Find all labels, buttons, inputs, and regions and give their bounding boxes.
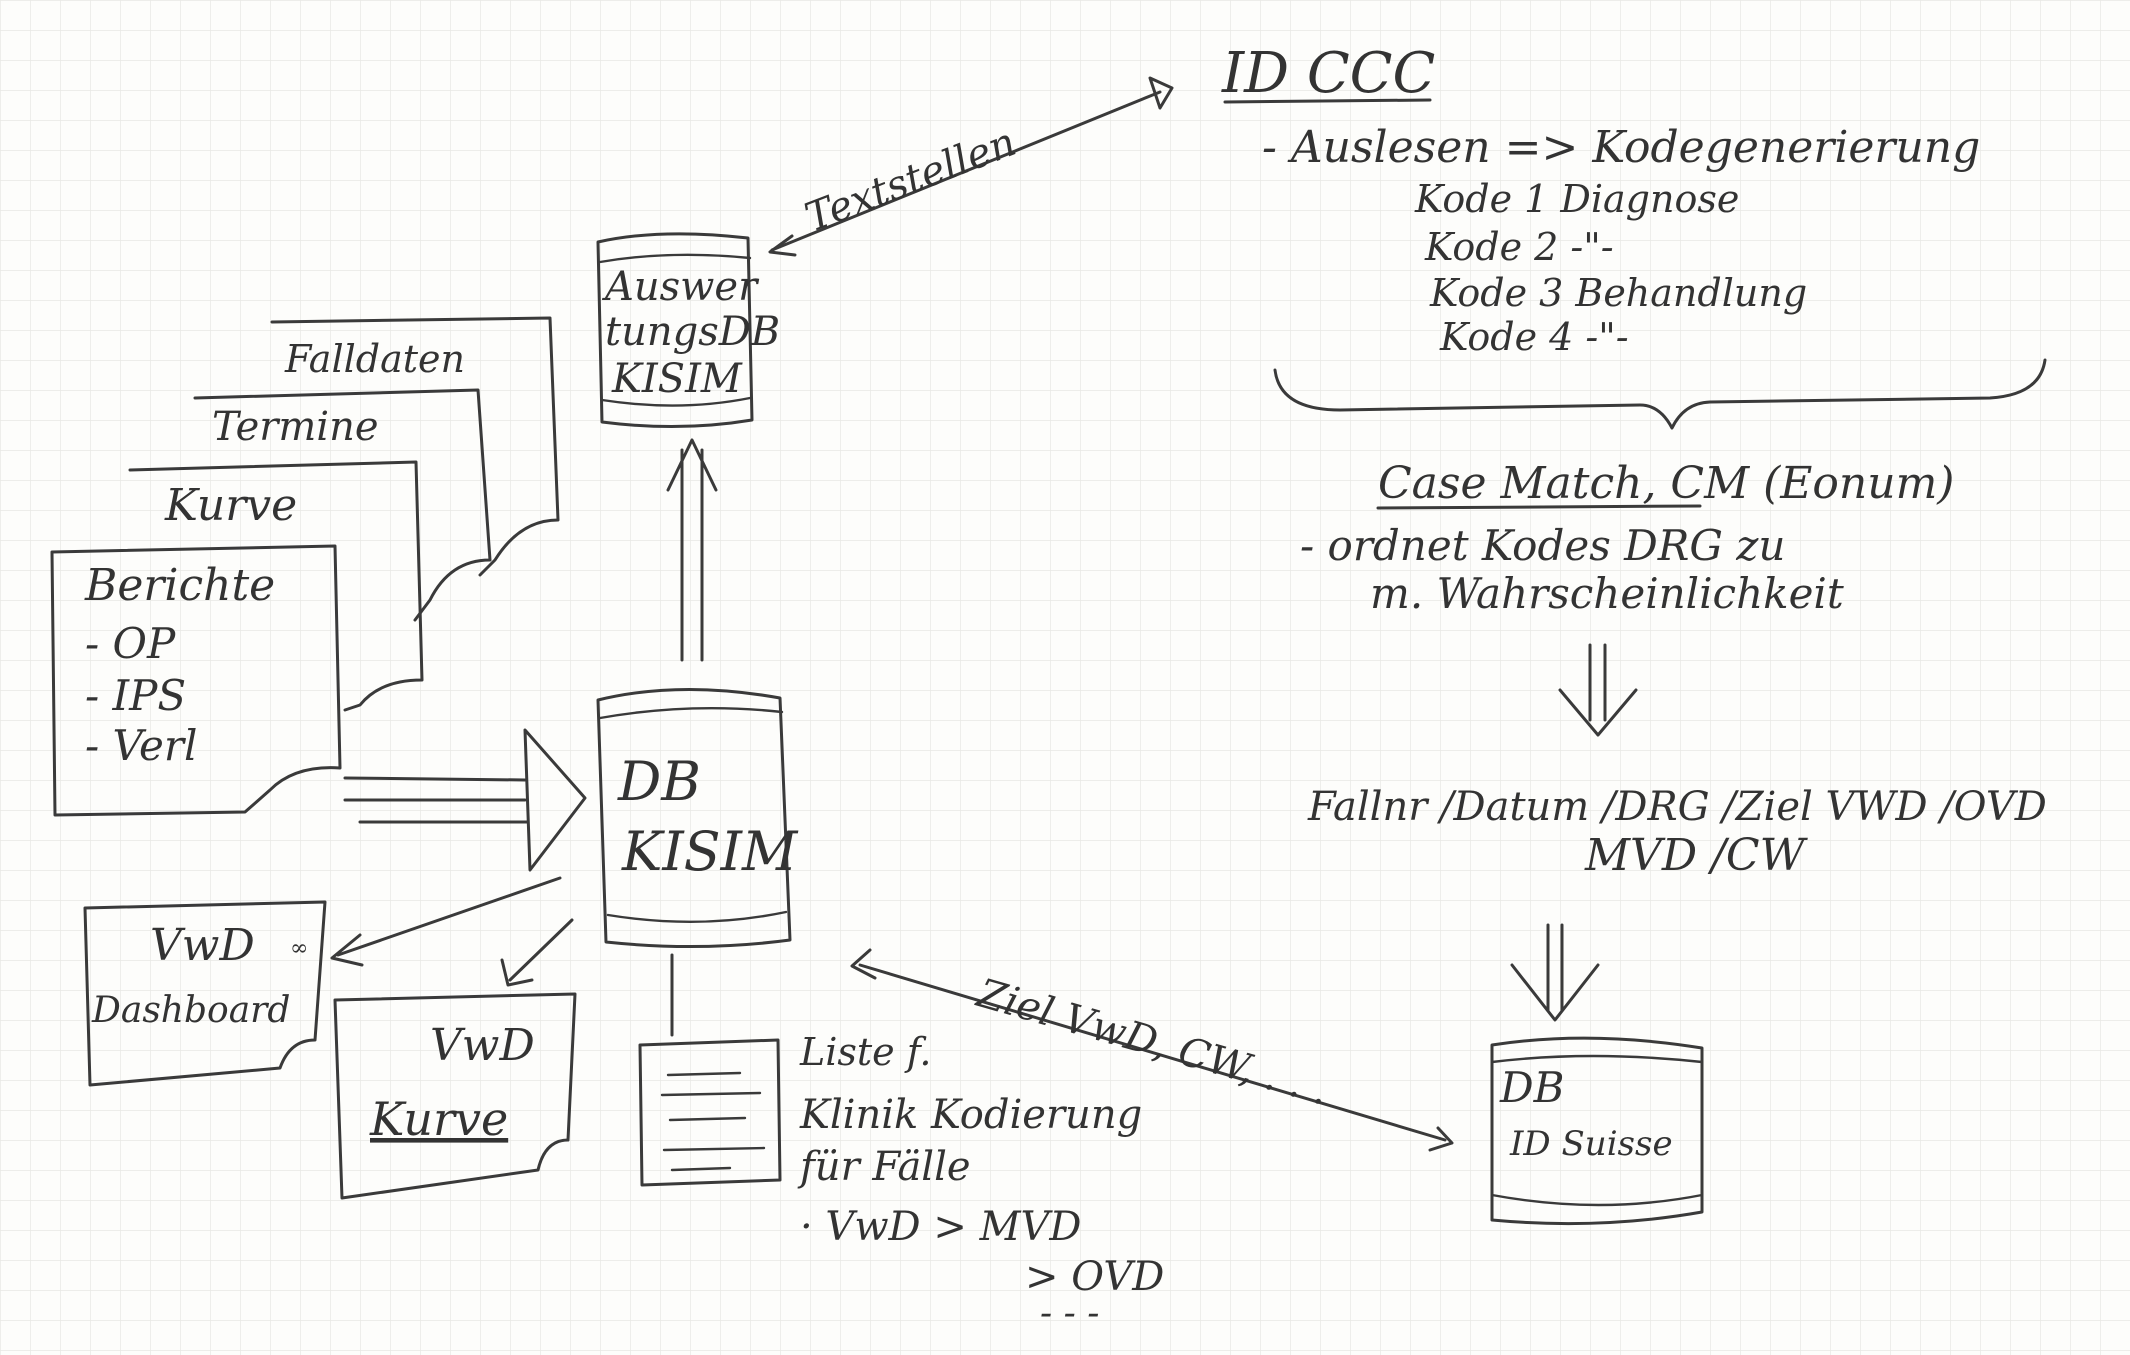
code-3: Kode 3 Behandlung bbox=[1429, 271, 1807, 315]
db-auswertung-l2: tungsDB bbox=[605, 309, 780, 355]
list-l2: Klinik Kodierung bbox=[799, 1092, 1142, 1138]
code-1: Kode 1 Diagnose bbox=[1414, 177, 1739, 221]
id-ccc-underline bbox=[1225, 100, 1430, 102]
list-l3: für Fälle bbox=[797, 1144, 971, 1190]
kurve-box-title: VwD bbox=[430, 1020, 535, 1071]
doc-termine-label: Termine bbox=[212, 404, 379, 450]
list-l1: Liste f. bbox=[799, 1030, 932, 1074]
db-suisse-l2: ID Suisse bbox=[1509, 1124, 1673, 1164]
kurve-box-label: Kurve bbox=[369, 1092, 508, 1146]
result-line-2: MVD /CW bbox=[1584, 830, 1809, 881]
case-match-desc-2: m. Wahrscheinlichkeit bbox=[1370, 569, 1844, 618]
code-2: Kode 2 -"- bbox=[1424, 225, 1614, 269]
db-kisim-l2: KISIM bbox=[621, 820, 799, 883]
case-match-desc-1: - ordnet Kodes DRG zu bbox=[1300, 521, 1785, 570]
id-ccc-title: ID CCC bbox=[1221, 41, 1435, 106]
list-dots: - - - bbox=[1040, 1293, 1099, 1334]
doc-berichte-item-3: - Verl bbox=[85, 721, 197, 770]
doc-berichte-label: Berichte bbox=[84, 560, 275, 611]
dashboard-title: VwD bbox=[150, 920, 255, 971]
doc-berichte-item-2: - IPS bbox=[85, 671, 186, 720]
db-suisse-l1: DB bbox=[1499, 1063, 1565, 1112]
case-match-underline bbox=[1378, 506, 1700, 508]
doc-kurve-label: Kurve bbox=[164, 480, 297, 531]
db-auswertung-l1: Auswer bbox=[601, 264, 760, 310]
list-l4: · VwD > MVD bbox=[800, 1204, 1081, 1250]
case-match-title: Case Match, CM (Eonum) bbox=[1378, 458, 1954, 509]
doc-berichte-item-1: - OP bbox=[85, 619, 176, 668]
result-line-1: Fallnr /Datum /DRG /Ziel VWD /OVD bbox=[1307, 784, 2047, 830]
auslesen-line: - Auslesen => Kodegenerierung bbox=[1262, 122, 1980, 173]
dashboard-label: Dashboard bbox=[91, 990, 290, 1031]
db-kisim-l1: DB bbox=[617, 750, 701, 813]
dashboard-bulb-icon: ∞ bbox=[290, 936, 308, 961]
doc-falldaten-label: Falldaten bbox=[284, 337, 465, 381]
db-auswertung-l3: KISIM bbox=[611, 356, 743, 402]
code-4: Kode 4 -"- bbox=[1439, 315, 1629, 359]
